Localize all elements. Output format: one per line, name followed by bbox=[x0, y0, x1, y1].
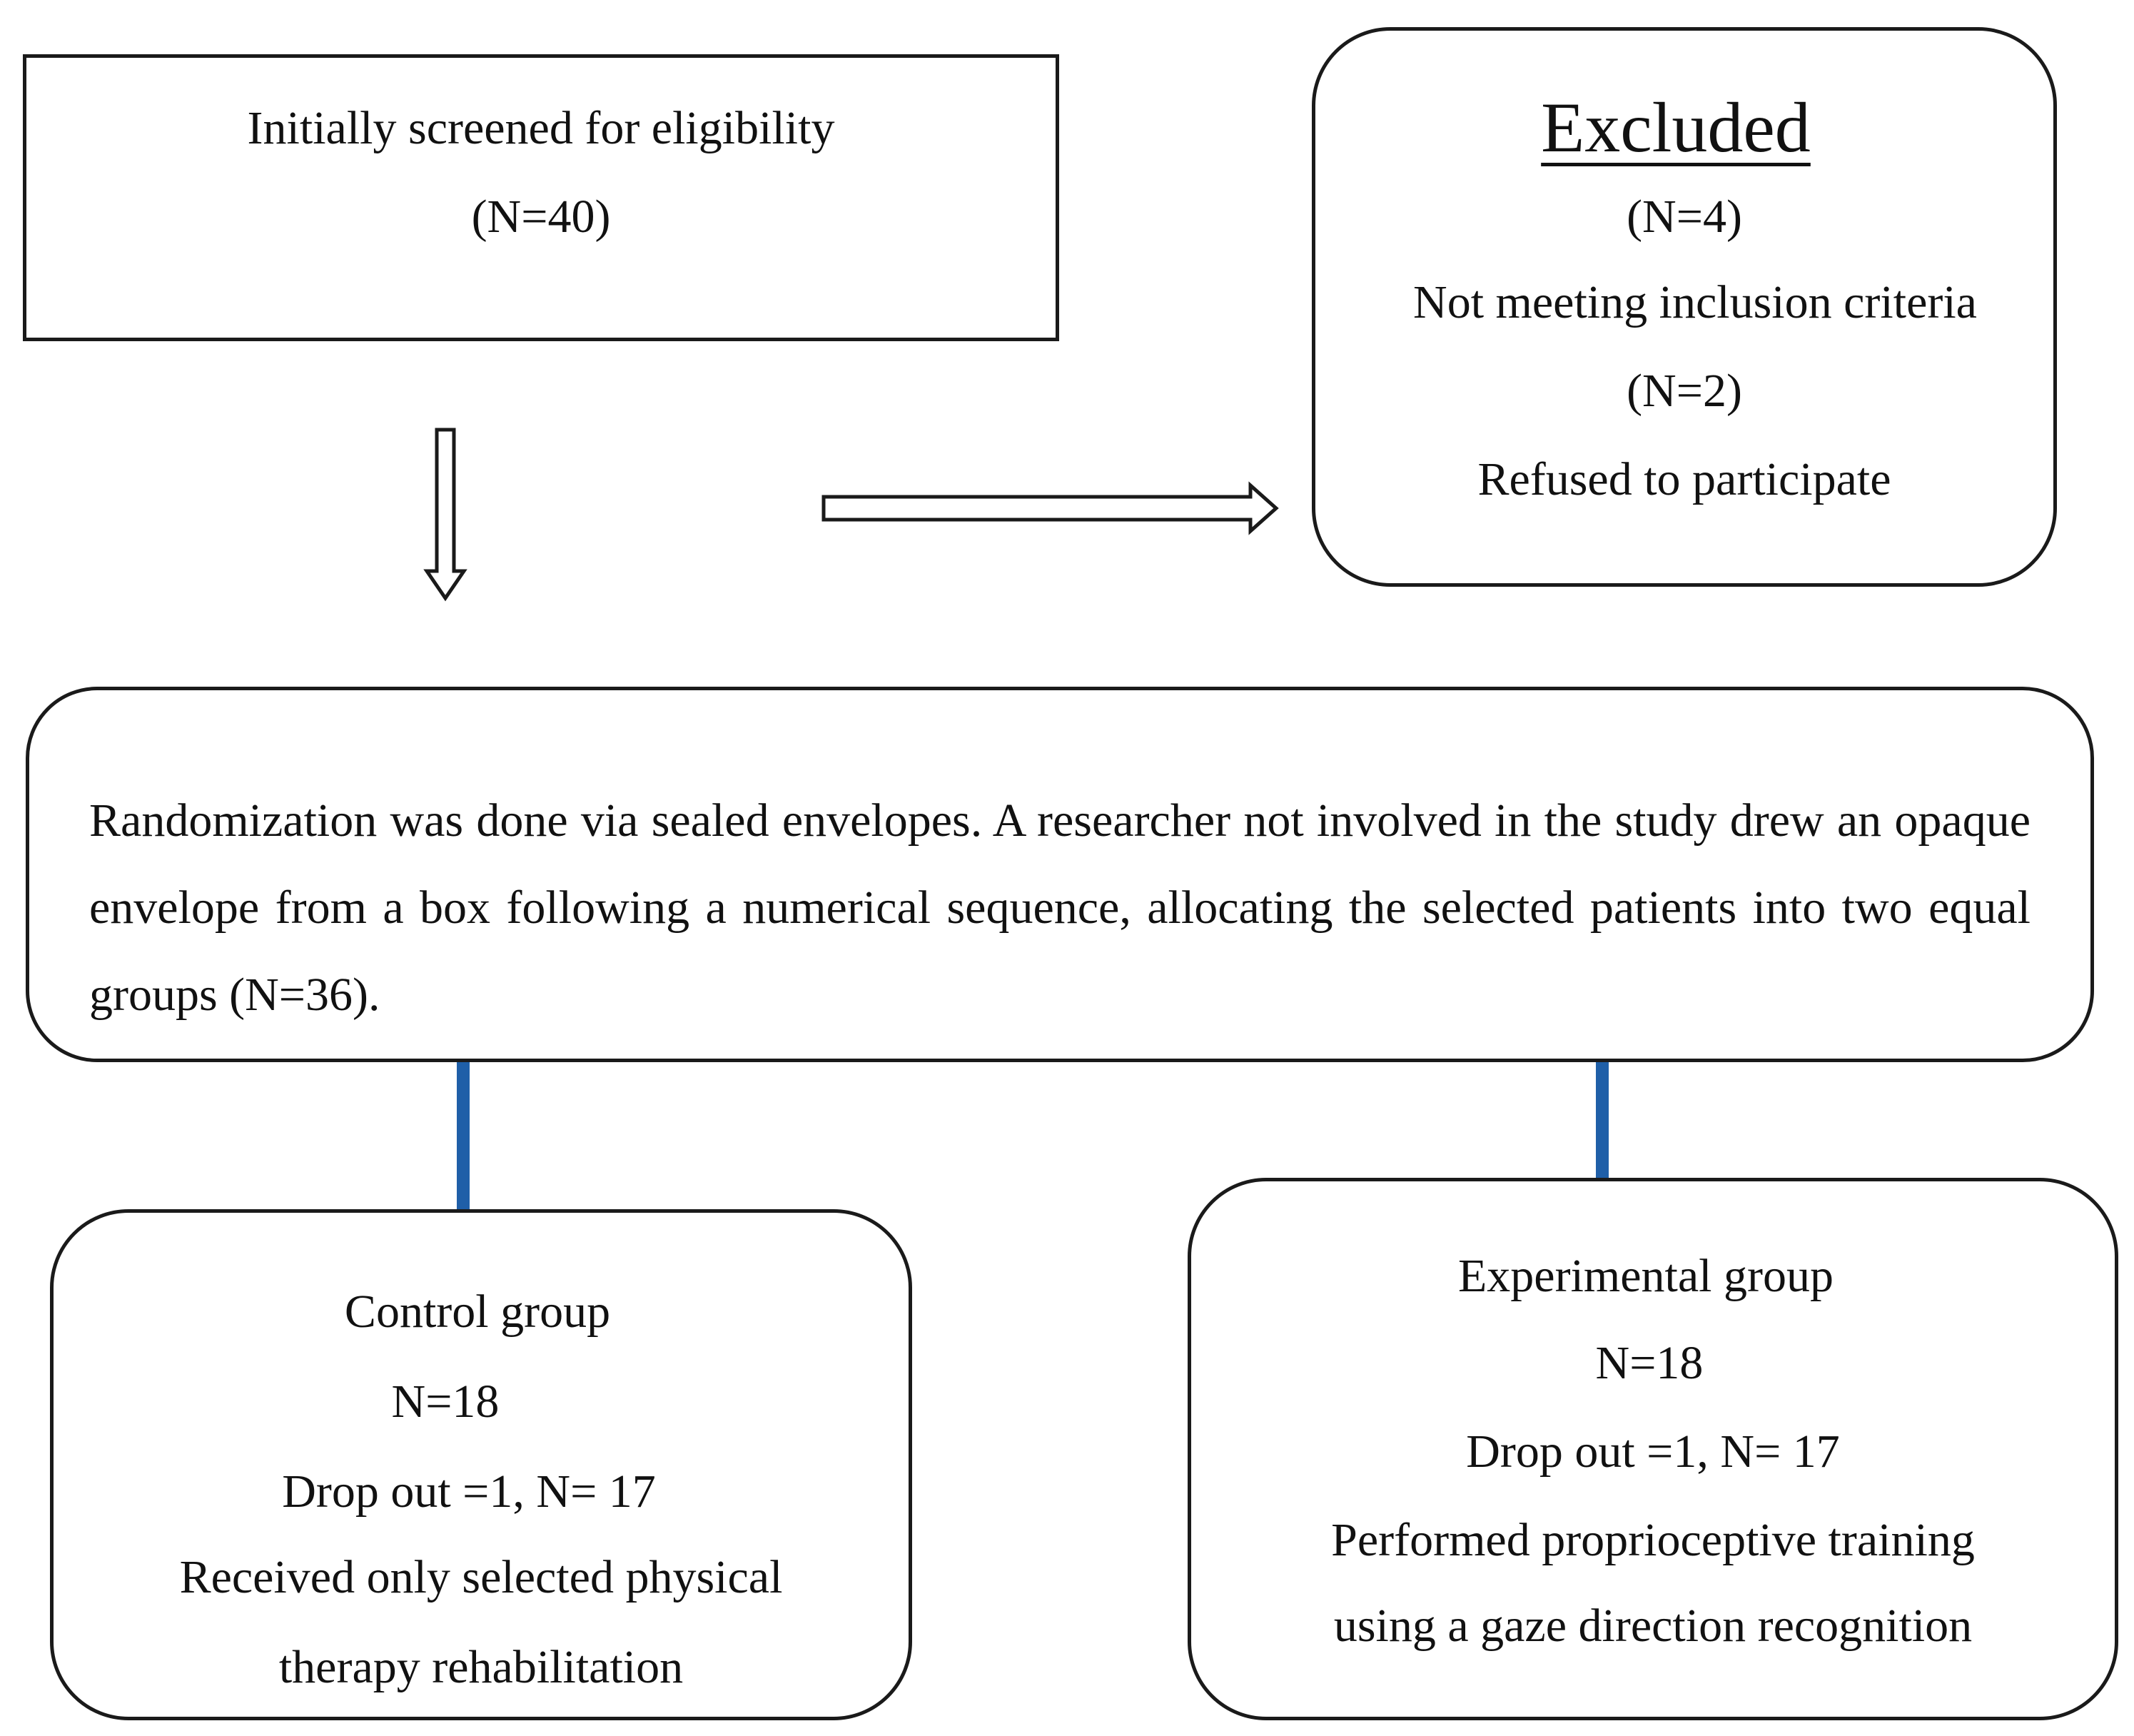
experimental-group-desc-line2: using a gaze direction recognition bbox=[1333, 1600, 1973, 1652]
experimental-group-n: N=18 bbox=[1595, 1337, 1704, 1389]
excluded-count-refused: (N=2) bbox=[1627, 365, 1742, 417]
control-group-desc-line2: therapy rehabilitation bbox=[278, 1641, 684, 1693]
control-group-box: Control group N=18 Drop out =1, N= 17 Re… bbox=[50, 1209, 912, 1720]
excluded-box: Excluded (N=4) Not meeting inclusion cri… bbox=[1312, 27, 2057, 587]
randomization-box: Randomization was done via sealed envelo… bbox=[26, 687, 2094, 1062]
screening-count: (N=40) bbox=[471, 191, 611, 243]
screening-box: Initially screened for eligibility (N=40… bbox=[23, 54, 1059, 341]
control-group-desc-line1: Received only selected physical bbox=[179, 1551, 783, 1603]
excluded-right-arrow bbox=[821, 481, 1279, 535]
excluded-title: Excluded bbox=[1541, 88, 1811, 167]
experimental-group-box: Experimental group N=18 Drop out =1, N= … bbox=[1188, 1178, 2118, 1720]
experimental-group-dropout: Drop out =1, N= 17 bbox=[1466, 1425, 1840, 1478]
screening-label: Initially screened for eligibility bbox=[247, 102, 835, 154]
excluded-reason-refused: Refused to participate bbox=[1477, 453, 1891, 505]
experimental-allocation-arrow bbox=[1596, 1051, 1609, 1201]
control-group-n: N=18 bbox=[391, 1376, 500, 1428]
excluded-reason-criteria: Not meeting inclusion criteria bbox=[1413, 276, 1977, 328]
control-group-dropout: Drop out =1, N= 17 bbox=[282, 1465, 656, 1518]
screening-down-arrow bbox=[423, 428, 467, 602]
experimental-group-title: Experimental group bbox=[1457, 1250, 1834, 1302]
control-group-title: Control group bbox=[344, 1286, 611, 1338]
experimental-group-desc-line1: Performed proprioceptive training bbox=[1331, 1514, 1975, 1566]
randomization-text: Randomization was done via sealed envelo… bbox=[89, 794, 2031, 1021]
control-allocation-arrow bbox=[457, 1051, 470, 1222]
excluded-count-criteria: (N=4) bbox=[1627, 191, 1742, 243]
